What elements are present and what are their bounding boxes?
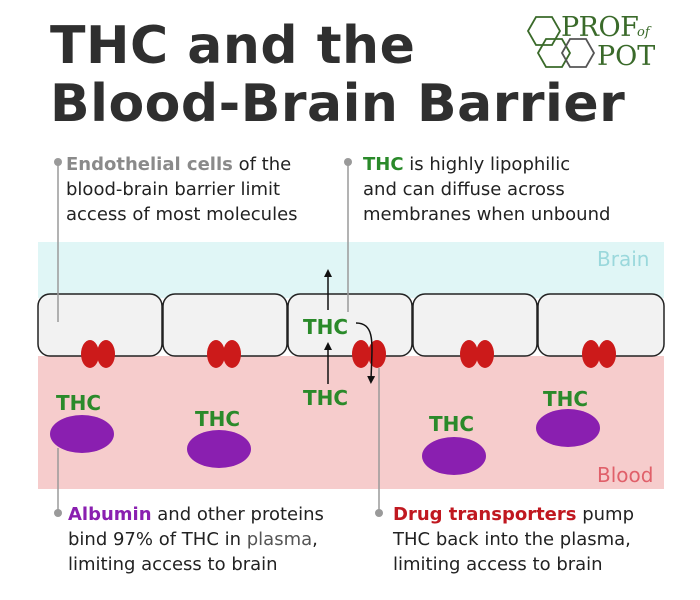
albumin-term: Albumin (68, 504, 152, 525)
transporter-text-2: THC back into the plasma, (393, 529, 631, 550)
logo-pot: POT (597, 41, 656, 72)
thc-note: THC is highly lipophilic and can diffuse… (363, 152, 673, 227)
endothelial-note: Endothelial cells of the blood-brain bar… (66, 152, 366, 227)
endothelial-text-1: of the (232, 154, 292, 175)
albumin-note: Albumin and other proteins bind 97% of T… (68, 502, 378, 577)
brain-region (38, 242, 664, 298)
albumin-text-1: and other proteins (151, 504, 324, 525)
thc-label: THC (303, 315, 348, 339)
transporter-text-3: limiting access to brain (393, 554, 603, 575)
transporter-pointer-dot (375, 509, 383, 517)
thc-pointer-dot (344, 158, 352, 166)
logo-of: of (637, 25, 650, 40)
hexagon-logo-icon (526, 16, 572, 68)
efflux-arrow (355, 322, 376, 384)
endothelial-text-3: access of most molecules (66, 204, 298, 225)
endothelial-term: Endothelial cells (66, 154, 233, 175)
transporter-term: Drug transporters (393, 504, 577, 525)
drug-transporter (460, 340, 494, 368)
thc-label: THC (56, 391, 101, 415)
albumin-protein (187, 430, 251, 468)
albumin-pointer-dot (54, 509, 62, 517)
thc-label: THC (429, 412, 474, 436)
page-title-line-2: Blood-Brain Barrier (50, 74, 626, 134)
endothelial-text-2: blood-brain barrier limit (66, 179, 281, 200)
endothelial-cell (287, 293, 413, 357)
endothelial-pointer-dot (54, 158, 62, 166)
thc-term: THC (363, 154, 404, 175)
brain-zone-label: Brain (597, 247, 650, 271)
hexagon-logo-icon (560, 38, 596, 68)
drug-transporter (207, 340, 241, 368)
transporter-note: Drug transporters pump THC back into the… (393, 502, 693, 577)
blood-zone-label: Blood (597, 463, 654, 487)
drug-transporter (81, 340, 115, 368)
thc-label: THC (543, 387, 588, 411)
albumin-text-2a: bind 97% of THC in (68, 529, 247, 550)
albumin-text-plasma: plasma (246, 529, 313, 550)
thc-label: THC (303, 386, 348, 410)
albumin-protein (422, 437, 486, 475)
page-title-line-1: THC and the (50, 16, 416, 76)
thc-text-3: membranes when unbound (363, 204, 611, 225)
thc-text-2: and can diffuse across (363, 179, 565, 200)
albumin-protein (536, 409, 600, 447)
albumin-protein (50, 415, 114, 453)
transporter-text-1: pump (576, 504, 634, 525)
thc-text-1: is highly lipophilic (403, 154, 571, 175)
albumin-text-2c: , (312, 529, 318, 550)
thc-label: THC (195, 407, 240, 431)
logo-prof: PROF (561, 12, 639, 43)
drug-transporter (582, 340, 616, 368)
albumin-text-3: limiting access to brain (68, 554, 278, 575)
